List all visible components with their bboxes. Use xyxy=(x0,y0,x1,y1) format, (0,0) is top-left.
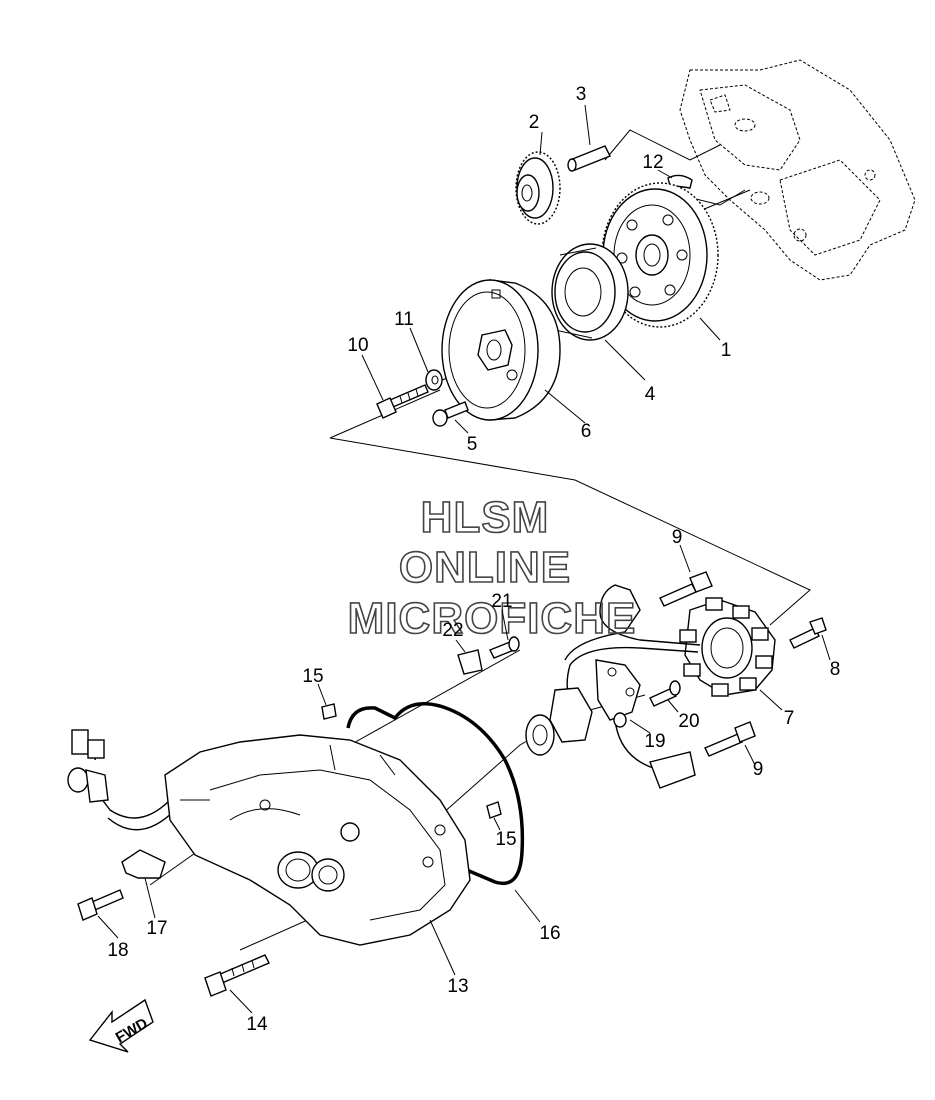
crankcase-outline xyxy=(679,59,916,281)
part-15-dowel-upper xyxy=(321,703,337,720)
callout-1: 1 xyxy=(721,340,732,361)
callout-17: 17 xyxy=(146,918,167,939)
wire-connectors xyxy=(67,729,109,803)
callout-20: 20 xyxy=(678,711,699,732)
callout-14: 14 xyxy=(246,1014,268,1035)
part-4-starter-clutch xyxy=(551,243,629,341)
callout-13: 13 xyxy=(447,976,468,997)
part-20-screw xyxy=(649,680,681,707)
part-6-flywheel-rotor xyxy=(441,279,561,421)
callout-10: 10 xyxy=(347,335,368,356)
part-15-dowel-lower xyxy=(486,801,502,819)
callout-9-upper: 9 xyxy=(672,527,683,548)
watermark: HLSM ONLINE MICROFICHE xyxy=(347,492,637,644)
part-3-shaft-pin xyxy=(567,145,611,172)
part-7-stator-coil xyxy=(679,597,776,697)
callout-15-lower: 15 xyxy=(495,829,516,850)
callout-15-upper: 15 xyxy=(302,666,323,687)
callout-12: 12 xyxy=(642,152,663,173)
part-9-bolt-lower xyxy=(704,721,756,757)
forward-direction-arrow: FWD xyxy=(88,998,154,1053)
callout-18: 18 xyxy=(107,940,128,961)
part-5-socket-bolt xyxy=(432,401,469,427)
callout-6: 6 xyxy=(581,421,592,442)
callout-labels: 1 2 3 4 5 6 7 8 9 9 10 11 12 13 14 15 15… xyxy=(107,84,840,1035)
part-2-idle-gear xyxy=(515,151,561,225)
watermark-line-2: ONLINE xyxy=(399,543,571,592)
callout-2: 2 xyxy=(529,112,540,133)
part-1-starter-wheel-gear xyxy=(601,182,719,328)
watermark-line-1: HLSM xyxy=(421,493,550,542)
callout-8: 8 xyxy=(830,659,841,680)
callout-7: 7 xyxy=(784,708,795,729)
part-21-screw xyxy=(489,636,520,659)
callout-22: 22 xyxy=(442,620,463,641)
callout-9-lower: 9 xyxy=(753,759,764,780)
part-19-pickup-coil xyxy=(595,659,641,728)
watermark-line-3: MICROFICHE xyxy=(348,594,637,643)
part-8-bolt xyxy=(789,617,827,649)
callout-5: 5 xyxy=(467,434,478,455)
callout-19: 19 xyxy=(644,731,665,752)
part-18-bolt xyxy=(77,889,124,921)
part-11-washer xyxy=(425,369,443,391)
callout-16: 16 xyxy=(539,923,560,944)
leader-lines xyxy=(97,104,831,1014)
callout-4: 4 xyxy=(645,384,656,405)
part-14-cover-bolt xyxy=(204,954,270,997)
part-10-flange-bolt xyxy=(376,384,429,419)
callout-3: 3 xyxy=(576,84,587,105)
part-9-bolt-upper xyxy=(659,571,713,607)
callout-11: 11 xyxy=(394,309,414,330)
callout-21: 21 xyxy=(491,591,512,612)
part-13-generator-cover xyxy=(164,734,471,946)
part-17-wire-clamp xyxy=(121,849,166,879)
lead-grommet xyxy=(525,687,593,756)
part-22-cable-clamp xyxy=(457,649,483,675)
part-16-cover-gasket xyxy=(346,702,525,886)
